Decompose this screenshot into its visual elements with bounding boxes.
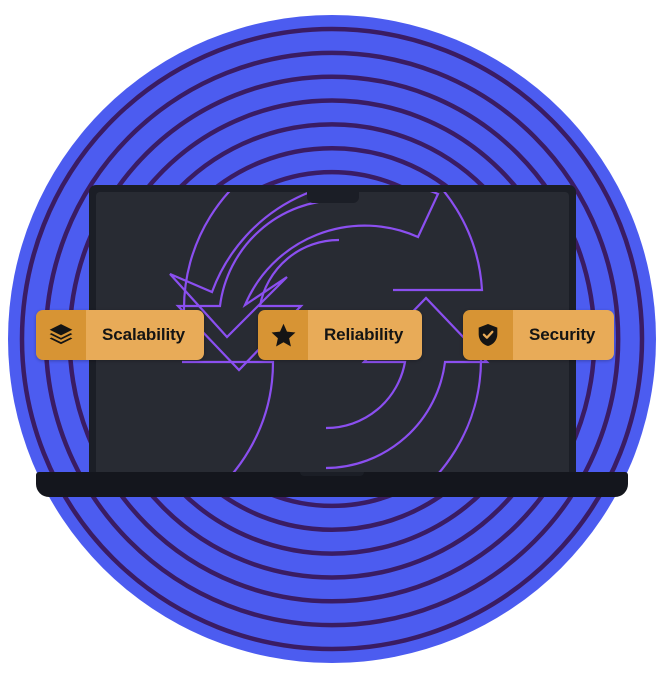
badge-reliability-label: Reliability [308,310,423,360]
shield-check-icon [463,310,513,360]
badge-scalability[interactable]: Scalability [36,310,204,360]
arrow-outer-lower-left [182,360,275,476]
badge-reliability[interactable]: Reliability [258,310,423,360]
badge-security[interactable]: Security [463,310,615,360]
badge-scalability-label: Scalability [86,310,204,360]
arrow-outer-clockwise [169,192,440,339]
arrow-outer-lower-right [434,359,483,476]
layers-icon [36,310,86,360]
cycle-arrows-diagram [169,192,490,476]
arrow-outer-upper-right [393,192,484,292]
laptop-base [36,472,628,497]
badge-security-label: Security [513,310,615,360]
background-ring [19,26,645,652]
arrow-outer-upper [182,192,231,311]
arrow-one [175,198,340,372]
laptop-base-notch [300,472,364,476]
star-icon [258,310,308,360]
arrow-two [325,296,490,470]
laptop-camera-notch [306,192,359,203]
